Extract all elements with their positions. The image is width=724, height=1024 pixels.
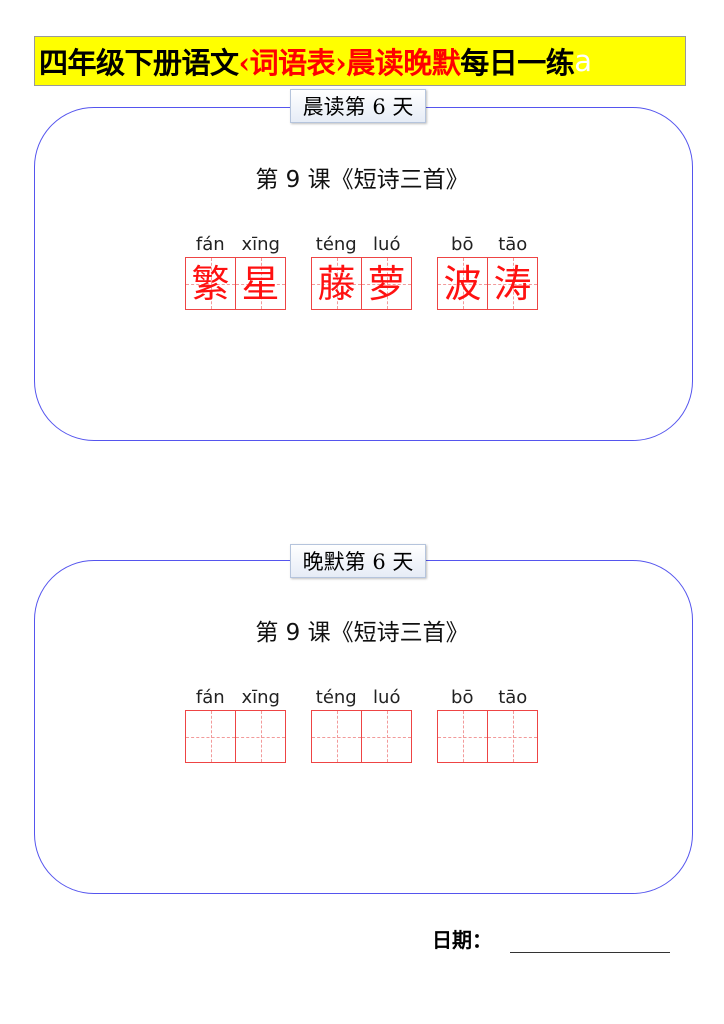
pinyin-syllable: xīng	[241, 234, 281, 255]
grid-cell: 萝	[361, 258, 411, 309]
hanzi-char: 波	[443, 261, 482, 306]
pinyin-row: téng luó	[311, 687, 412, 709]
title-daily-part: 每日一练	[460, 46, 575, 80]
tianzige-grid: 繁 星	[185, 257, 286, 310]
date-label: 日期：	[432, 928, 492, 952]
pinyin-syllable: fán	[195, 687, 225, 708]
grid-cell: 繁	[186, 258, 235, 309]
hanzi-char	[438, 711, 487, 762]
grid-cell: 星	[235, 258, 285, 309]
pinyin-syllable: tāo	[498, 687, 528, 708]
grid-cell: 涛	[487, 258, 537, 309]
pinyin-syllable: bō	[451, 687, 474, 708]
hanzi-char: 萝	[367, 261, 406, 306]
evening-lesson-title: 第 9 课《短诗三首》	[255, 620, 469, 646]
hanzi-char	[312, 711, 361, 762]
title-vocab-part: ‹词语表›晨读晚默	[238, 46, 461, 80]
pinyin-row: fán xīng	[185, 234, 286, 256]
pinyin-row: téng luó	[311, 234, 412, 256]
morning-reading-label: 晨读第 6 天	[290, 89, 426, 123]
grid-cell: 波	[438, 258, 487, 309]
tianzige-grid: 波 涛	[437, 257, 538, 310]
pinyin-syllable: xīng	[241, 687, 281, 708]
hanzi-char	[362, 711, 411, 762]
tianzige-writing-grid[interactable]	[185, 710, 286, 763]
hanzi-char	[236, 711, 285, 762]
morning-reading-panel	[34, 107, 693, 441]
date-input-line[interactable]	[510, 932, 670, 953]
date-field-row: 日期：	[432, 924, 670, 953]
title-grade-part: 四年级下册语文	[39, 46, 239, 80]
writing-cell[interactable]	[312, 711, 361, 762]
title-hidden-char: a	[574, 44, 592, 78]
pinyin-syllable: téng	[315, 687, 357, 708]
hanzi-char: 涛	[493, 261, 532, 306]
tianzige-writing-grid[interactable]	[311, 710, 412, 763]
pinyin-syllable: bō	[451, 234, 474, 255]
evening-dictation-panel	[34, 560, 693, 894]
writing-cell[interactable]	[361, 711, 411, 762]
pinyin-row: fán xīng	[185, 687, 286, 709]
hanzi-char	[186, 711, 235, 762]
morning-lesson-title: 第 9 课《短诗三首》	[255, 167, 469, 193]
pinyin-syllable: luó	[373, 687, 401, 708]
pinyin-syllable: fán	[195, 234, 225, 255]
tianzige-writing-grid[interactable]	[437, 710, 538, 763]
hanzi-char: 藤	[317, 261, 356, 306]
tianzige-grid: 藤 萝	[311, 257, 412, 310]
pinyin-syllable: tāo	[498, 234, 528, 255]
writing-cell[interactable]	[487, 711, 537, 762]
pinyin-syllable: téng	[315, 234, 357, 255]
evening-dictation-label: 晚默第 6 天	[290, 544, 426, 578]
hanzi-char	[488, 711, 537, 762]
writing-cell[interactable]	[186, 711, 235, 762]
pinyin-row: bō tāo	[437, 234, 538, 256]
writing-cell[interactable]	[438, 711, 487, 762]
hanzi-char: 星	[241, 261, 280, 306]
writing-cell[interactable]	[235, 711, 285, 762]
pinyin-syllable: luó	[373, 234, 401, 255]
pinyin-row: bō tāo	[437, 687, 538, 709]
hanzi-char: 繁	[191, 261, 230, 306]
grid-cell: 藤	[312, 258, 361, 309]
